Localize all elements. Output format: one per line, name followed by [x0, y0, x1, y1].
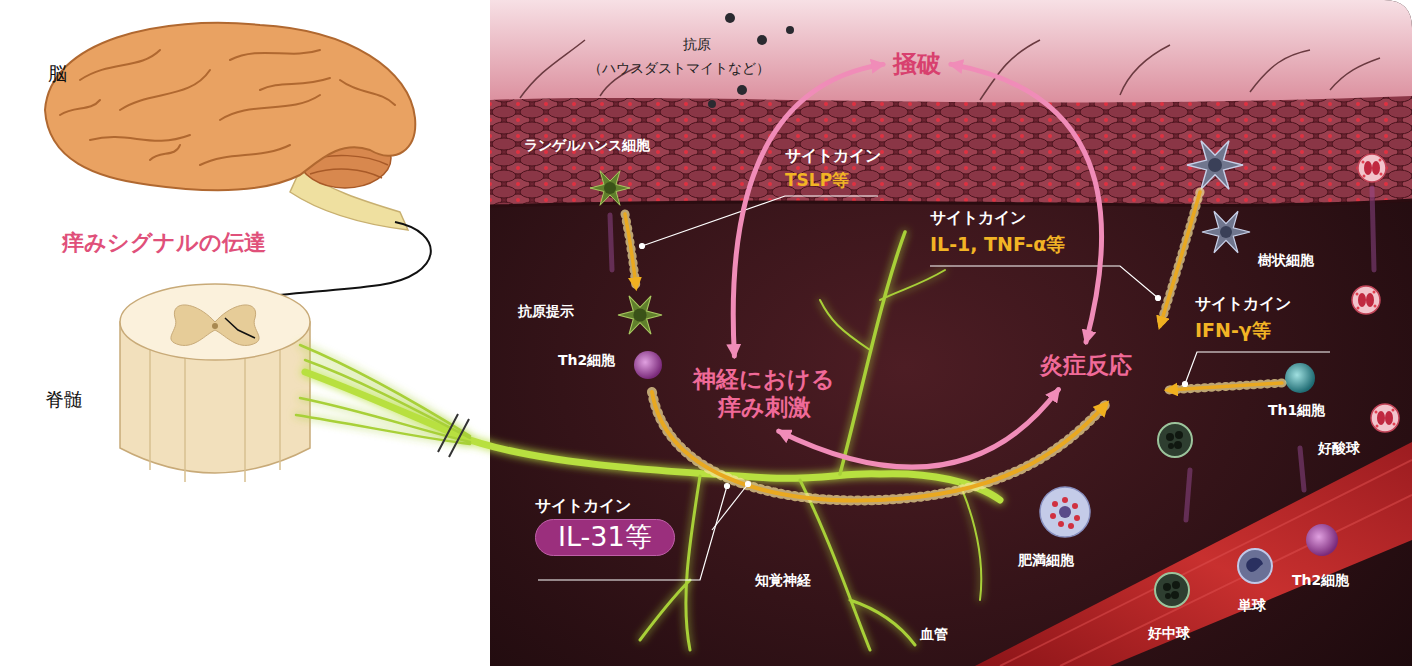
text-label: Th1細胞 [1268, 402, 1325, 419]
text-label: IFN-γ等 [1195, 319, 1271, 342]
text-label: TSLP等 [785, 170, 849, 190]
cytokine-flow [625, 192, 1282, 500]
cycle-arrow [733, 64, 883, 356]
text-label: 痒みシグナルの伝達 [62, 230, 266, 256]
cytokine-pill-node: サイトカイン IL-31等 [535, 496, 675, 556]
text-label: （ハウスダストマイトなど） [588, 60, 770, 77]
text-label: 好中球 [1148, 625, 1190, 642]
node-text: 神経における痒み刺激 [690, 366, 838, 421]
text-label: ランゲルハンス細胞 [524, 137, 650, 154]
text-label: Th2細胞 [558, 352, 615, 369]
text-label: 抗原 [683, 36, 711, 53]
text-label: 単球 [1238, 597, 1266, 614]
text-label: サイトカイン [785, 146, 881, 165]
text-label: 血管 [920, 626, 948, 643]
brain [45, 23, 431, 318]
text-label: 好酸球 [1318, 440, 1360, 457]
node-text: サイトカイン [535, 496, 675, 515]
text-label: 樹状細胞 [1258, 252, 1314, 269]
pill-text: IL-31等 [535, 519, 675, 555]
text-label: 肥満細胞 [1018, 552, 1074, 569]
text-label: 脳 [48, 62, 67, 85]
text-label: サイトカイン [1195, 294, 1291, 313]
sensory-nerve [296, 232, 1000, 650]
immune-cells [590, 141, 1399, 607]
cycle-arrow [951, 64, 1102, 342]
break-mark [438, 414, 469, 457]
skin-section [490, 0, 1412, 666]
node-text: 炎症反応 [1040, 352, 1132, 380]
text-label: IL-1, TNF-α等 [930, 233, 1065, 256]
node-text: 掻破 [893, 50, 941, 79]
concept-node: 神経における痒み刺激 [690, 366, 838, 421]
spinal-cord [120, 284, 310, 482]
text-label: 抗原提示 [518, 303, 574, 320]
text-label: サイトカイン [930, 208, 1026, 227]
concept-node: 炎症反応 [1040, 352, 1132, 380]
text-label: Th2細胞 [1292, 572, 1349, 589]
concept-node: 掻破 [893, 50, 941, 79]
text-label: 脊髄 [45, 388, 83, 411]
text-label: 知覚神経 [755, 572, 811, 589]
cycle-arrow [779, 390, 1059, 468]
